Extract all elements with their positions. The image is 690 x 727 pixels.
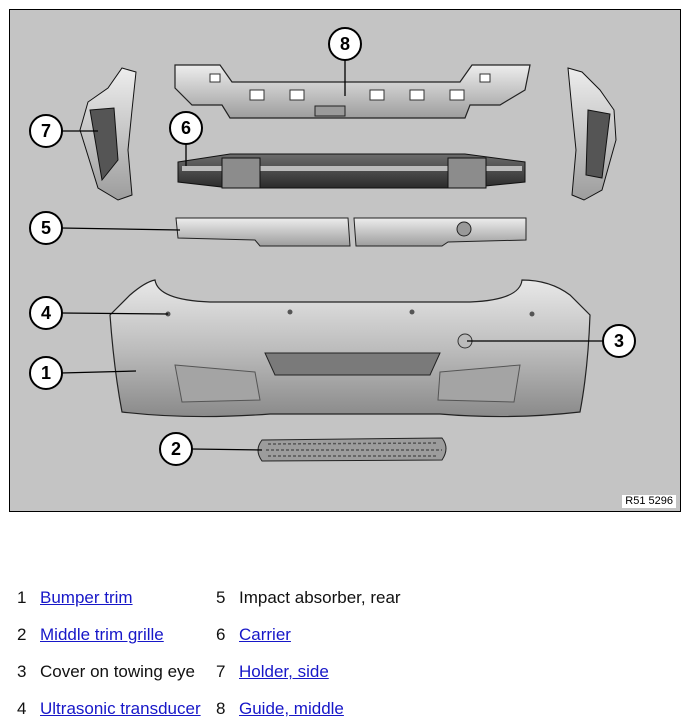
- svg-text:3: 3: [614, 331, 624, 351]
- legend-number: 6: [216, 625, 226, 644]
- svg-text:2: 2: [171, 439, 181, 459]
- callout-1: 1: [29, 356, 63, 390]
- svg-text:4: 4: [41, 303, 51, 323]
- legend-link-ultrasonic-transducer[interactable]: Ultrasonic transducer: [40, 699, 201, 718]
- legend-number: 1: [17, 588, 27, 607]
- callout-4: 4: [29, 296, 63, 330]
- holder-side-right-part: [567, 67, 617, 201]
- callout-5: 5: [29, 211, 63, 245]
- leader-lines: [60, 60, 603, 451]
- holder-side-left-part: [79, 67, 137, 201]
- guide-middle-part: [174, 64, 531, 119]
- callout-7: 7: [29, 114, 63, 148]
- svg-text:5: 5: [41, 218, 51, 238]
- carrier-part: [177, 153, 526, 189]
- middle-trim-grille-part: [257, 437, 447, 462]
- legend-number: 7: [216, 662, 226, 681]
- legend-link-guide-middle[interactable]: Guide, middle: [239, 699, 344, 718]
- callout-6: 6: [169, 111, 203, 145]
- figure-code: R51 5296: [622, 495, 676, 508]
- svg-text:1: 1: [41, 363, 51, 383]
- legend-label-cover-towing-eye: Cover on towing eye: [40, 662, 195, 681]
- exploded-view-drawing: 8 6 7 5 4 1 3 2: [29, 27, 636, 466]
- svg-text:7: 7: [41, 121, 51, 141]
- legend-link-holder-side[interactable]: Holder, side: [239, 662, 329, 681]
- legend-link-middle-trim-grille[interactable]: Middle trim grille: [40, 625, 164, 644]
- legend-number: 2: [17, 625, 27, 644]
- legend-link-bumper-trim[interactable]: Bumper trim: [40, 588, 133, 607]
- svg-text:6: 6: [181, 118, 191, 138]
- legend-number: 3: [17, 662, 27, 681]
- parts-diagram: 8 6 7 5 4 1 3 2 R51 5296: [9, 9, 681, 512]
- callout-2: 2: [159, 432, 193, 466]
- legend-number: 4: [17, 699, 27, 718]
- bumper-trim-part: [109, 279, 591, 418]
- legend-label-impact-absorber: Impact absorber, rear: [239, 588, 401, 607]
- legend-link-carrier[interactable]: Carrier: [239, 625, 291, 644]
- legend-number: 8: [216, 699, 226, 718]
- callout-3: 3: [602, 324, 636, 358]
- impact-absorber-part: [175, 217, 527, 247]
- callout-8: 8: [328, 27, 362, 61]
- legend-number: 5: [216, 588, 226, 607]
- svg-text:8: 8: [340, 34, 350, 54]
